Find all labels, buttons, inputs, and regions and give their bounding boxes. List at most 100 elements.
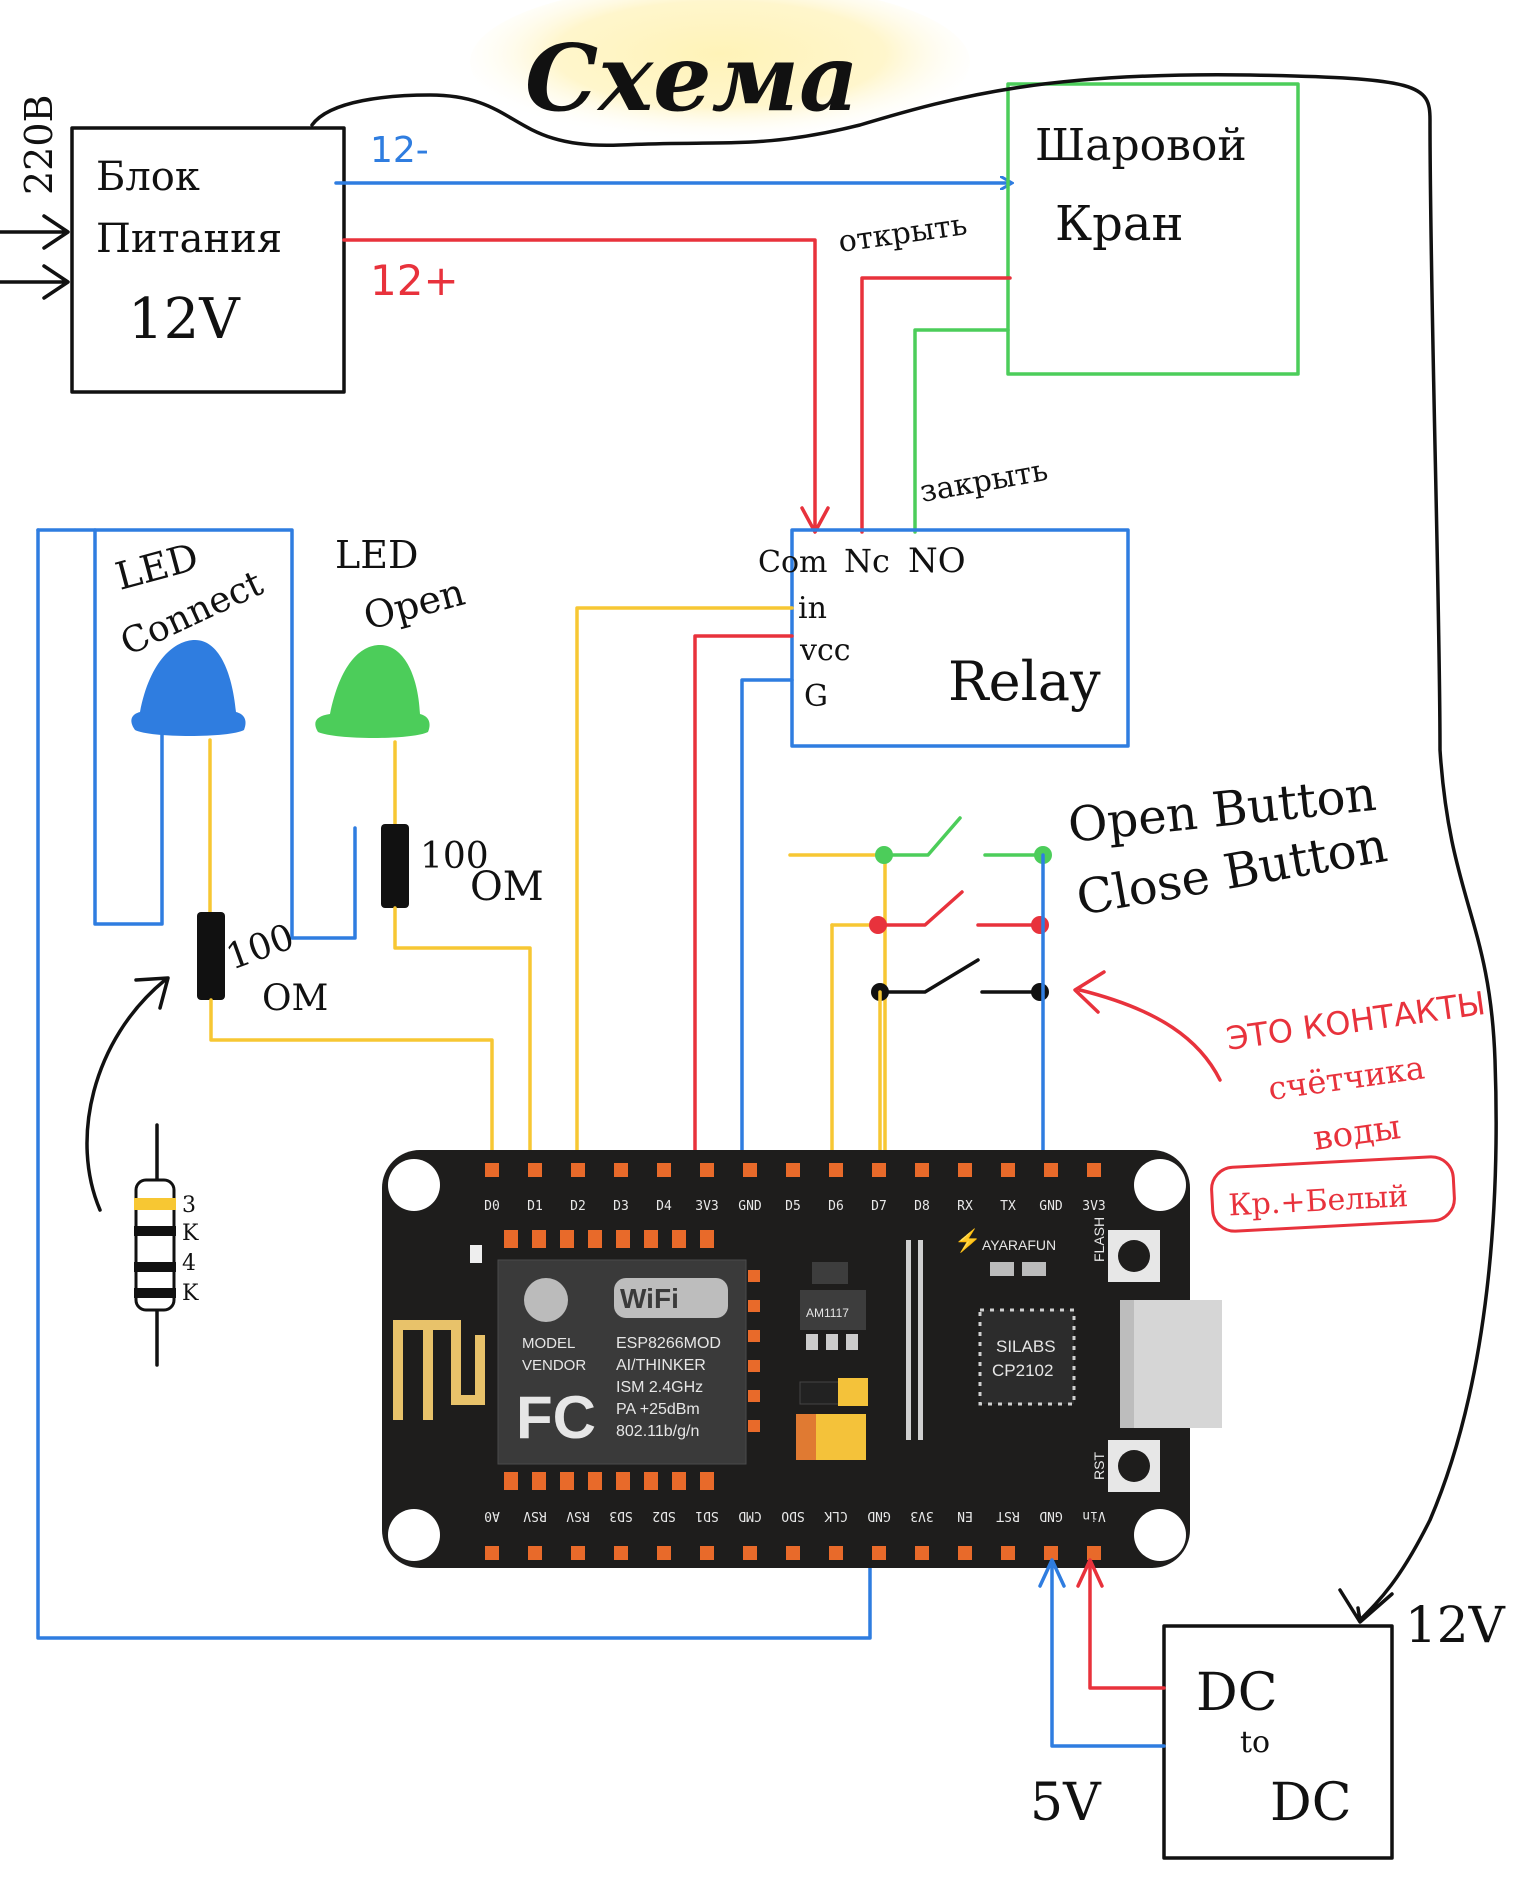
wire-dcdc-vin — [1076, 1558, 1166, 1690]
bottom-pin-rsv — [571, 1546, 585, 1560]
regulator-label: AM1117 — [806, 1306, 849, 1320]
top-pin-rx — [958, 1163, 972, 1177]
top-pin-gnd — [1044, 1163, 1058, 1177]
module-line2: AI/THINKER — [616, 1357, 706, 1374]
top-pin-label-3v3: 3V3 — [1082, 1199, 1105, 1214]
led-open-line2: Open — [359, 570, 469, 639]
relay-vcc-label: vcc — [799, 633, 851, 668]
mains-voltage-label: 220В — [17, 95, 61, 195]
top-pin-d3 — [614, 1163, 628, 1177]
bottom-pin-label-vin: Vin — [1082, 1508, 1105, 1523]
wire-relay-in-d2 — [575, 606, 794, 1164]
relay-g-label: G — [804, 679, 828, 714]
usb-port[interactable] — [1120, 1300, 1222, 1428]
top-pin-label-gnd: GND — [738, 1199, 762, 1214]
bottom-pin-sd1 — [700, 1546, 714, 1560]
top-pin-d2 — [571, 1163, 585, 1177]
wire-12v-supply-to-dcdc — [310, 72, 1498, 1624]
ball-valve-line2: Кран — [1055, 196, 1183, 252]
bottom-pin-3v3 — [915, 1546, 929, 1560]
pullup-digit-1: 3 — [182, 1193, 196, 1218]
pullup-pointer-arrow — [85, 976, 170, 1212]
bottom-pin-vin — [1087, 1546, 1101, 1560]
wire-relay-gnd — [740, 678, 794, 1164]
bottom-pin-label-rst: RST — [996, 1508, 1020, 1523]
wifi-logo: WiFi — [620, 1283, 679, 1314]
pullup-digit-3: 4 — [182, 1251, 196, 1276]
relay-no-label: NO — [908, 541, 966, 581]
bottom-pin-cmd — [743, 1546, 757, 1560]
wire-valve-open — [860, 276, 1012, 534]
wire-12-plus-label: 12+ — [370, 256, 459, 305]
top-pin-label-gnd: GND — [1039, 1199, 1063, 1214]
brand-label: AYARAFUN — [982, 1237, 1056, 1253]
close-button-switch — [830, 890, 1049, 1164]
wire-dcdc-gnd — [1038, 1558, 1166, 1748]
module-model-label: MODEL — [522, 1335, 575, 1352]
ball-valve-box — [1006, 82, 1300, 376]
bottom-pin-en — [958, 1546, 972, 1560]
bottom-pin-label-rsv: RSV — [523, 1508, 547, 1523]
bottom-pin-label-a0: A0 — [484, 1508, 500, 1523]
top-pin-label-d0: D0 — [484, 1199, 500, 1214]
resistor-pullup-icon — [134, 1123, 176, 1367]
bottom-pin-sd2 — [657, 1546, 671, 1560]
bottom-pin-gnd — [1044, 1546, 1058, 1560]
wire-led-connect-inner — [93, 528, 164, 926]
fcc-logo: FC — [516, 1384, 596, 1451]
mains-input-arrows — [0, 214, 70, 300]
bottom-pin-sdo — [786, 1546, 800, 1560]
relay-in-label: in — [798, 591, 827, 626]
wire-close-label: закрыть — [917, 453, 1050, 510]
module-line3: ISM 2.4GHz — [616, 1379, 703, 1396]
power-supply-line2: Питания — [96, 216, 282, 262]
top-pin-label-d3: D3 — [613, 1199, 629, 1214]
bottom-pin-label-sd1: SD1 — [695, 1508, 718, 1523]
top-pin-label-3v3: 3V3 — [695, 1199, 718, 1214]
wire-open-label: открыть — [836, 207, 969, 260]
top-pin-d4 — [657, 1163, 671, 1177]
ball-valve-line1: Шаровой — [1035, 120, 1247, 171]
dcdc-input-voltage: 12V — [1405, 1596, 1506, 1654]
top-pin-label-d4: D4 — [656, 1199, 672, 1214]
pullup-digit-4: K — [182, 1281, 199, 1306]
lightning-icon: ⚡ — [954, 1228, 981, 1254]
bottom-pin-rsv — [528, 1546, 542, 1560]
power-supply-line1: Блок — [96, 154, 200, 200]
flash-button[interactable] — [1118, 1240, 1150, 1272]
dcdc-output-voltage: 5V — [1030, 1773, 1102, 1833]
top-pin-3v3 — [1087, 1163, 1101, 1177]
top-pin-d8 — [915, 1163, 929, 1177]
wire-relay-vcc-3v3 — [693, 634, 794, 1164]
wire-12-plus — [342, 238, 830, 534]
top-pin-label-d5: D5 — [785, 1199, 801, 1214]
usb-chip-line2: CP2102 — [992, 1361, 1053, 1380]
resistor-open-value: 100 — [420, 836, 489, 877]
resistor-connect-unit: ОМ — [262, 978, 328, 1019]
wire-resistor-connect-d0 — [209, 998, 494, 1164]
led-open-icon — [315, 645, 430, 738]
counter-note-boxed: Кр.+Белый — [1228, 1179, 1409, 1223]
top-pin-label-d1: D1 — [527, 1199, 543, 1214]
led-connect-line1: LED — [111, 535, 203, 599]
module-line1: ESP8266MOD — [616, 1335, 721, 1352]
flash-label: FLASH — [1091, 1217, 1107, 1262]
dcdc-line1: DC — [1196, 1663, 1277, 1723]
module-line5: 802.11b/g/n — [616, 1423, 699, 1440]
bottom-pin-sd3 — [614, 1546, 628, 1560]
counter-note-arrow — [1073, 970, 1222, 1082]
resistor-open-unit: ОМ — [470, 864, 544, 910]
top-pin-d7 — [872, 1163, 886, 1177]
bottom-pin-rst — [1001, 1546, 1015, 1560]
bottom-pin-label-sdo: SDO — [781, 1508, 805, 1523]
top-pin-d6 — [829, 1163, 843, 1177]
bottom-pin-label-rsv: RSV — [566, 1508, 590, 1523]
bottom-pin-a0 — [485, 1546, 499, 1560]
wire-led-connect-loop — [36, 528, 357, 940]
reset-button[interactable] — [1118, 1450, 1150, 1482]
relay-title: Relay — [948, 650, 1101, 713]
top-pin-d1 — [528, 1163, 542, 1177]
bottom-pin-label-cmd: CMD — [738, 1508, 762, 1523]
